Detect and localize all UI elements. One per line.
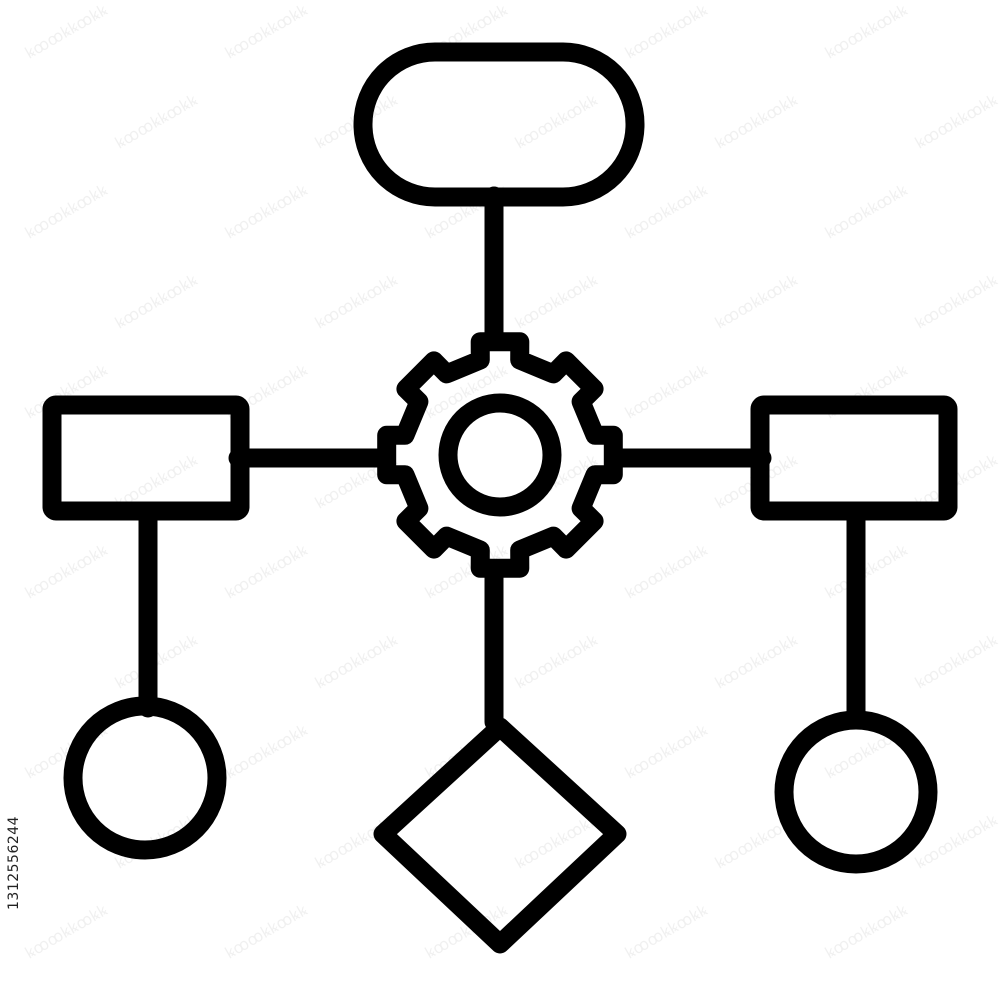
node-right-process	[750, 395, 958, 521]
gear-inner-circle	[438, 393, 562, 517]
node-left-process	[42, 395, 250, 521]
stock-id-watermark: 1312556244	[6, 815, 22, 910]
gear-icon	[377, 332, 623, 578]
node-top-terminator	[353, 42, 645, 207]
node-right-circle	[774, 710, 938, 874]
node-left-circle	[63, 696, 227, 860]
node-bottom-decision	[373, 717, 627, 954]
